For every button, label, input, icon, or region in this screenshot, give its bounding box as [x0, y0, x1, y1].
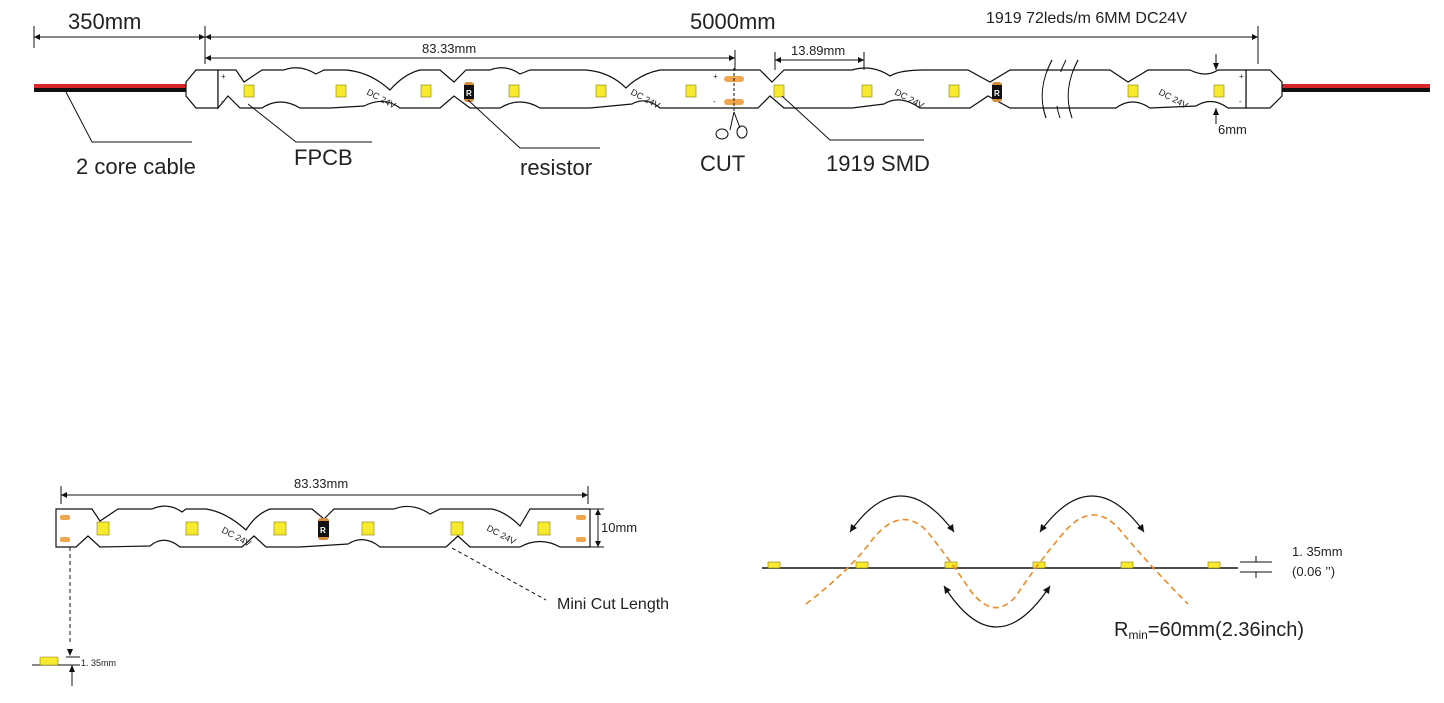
svg-text:1919 SMD: 1919 SMD: [826, 151, 930, 176]
bend-arrow-3: [943, 585, 1051, 628]
polarity-minus: -: [221, 97, 224, 106]
cut-pad: [576, 537, 586, 542]
polarity-plus: +: [221, 72, 226, 81]
bend-radius-diagram: 1. 35mm (0.06 ’’) Rmin=60mm(2.36inch): [762, 495, 1343, 642]
arrowheads-3: [944, 586, 1050, 594]
label-2-core-cable: 2 core cable: [65, 91, 196, 179]
cut-pad: [576, 515, 586, 520]
led-chip: [861, 84, 873, 98]
led-chip: [944, 561, 958, 569]
resistor-chip: R: [992, 82, 1002, 102]
polarity-minus: -: [1239, 97, 1242, 106]
bend-arrow-1: [849, 495, 955, 533]
svg-text:R: R: [320, 526, 326, 535]
arrowheads-2: [1040, 524, 1144, 532]
svg-text:1. 35mm: 1. 35mm: [1292, 544, 1343, 559]
svg-text:2 core cable: 2 core cable: [76, 154, 196, 179]
segment-leds: [96, 521, 551, 536]
label-resistor: resistor: [467, 99, 600, 180]
scissors-icon: [715, 111, 748, 140]
svg-text:(0.06 ’’): (0.06 ’’): [1292, 564, 1335, 579]
dim-83-33mm-segment: 83.33mm: [60, 476, 589, 504]
segment-detail: 83.33mm R DC 24V DC 24V 10mm: [32, 476, 669, 686]
right-connector: [1245, 69, 1283, 109]
led-chip: [273, 521, 287, 536]
svg-text:6mm: 6mm: [1218, 122, 1247, 137]
led-height-detail: 1. 35mm: [32, 547, 116, 686]
right-cable: [1282, 84, 1430, 92]
dim-13-89mm: 13.89mm: [774, 43, 865, 70]
led-chip: [420, 84, 432, 98]
led-chip: [243, 84, 255, 98]
led-chip: [1213, 84, 1225, 98]
polarity-plus: +: [1239, 72, 1244, 81]
label-mini-cut-length: Mini Cut Length: [451, 547, 669, 613]
cut-pads: [724, 68, 744, 112]
svg-text:10mm: 10mm: [601, 520, 637, 535]
svg-text:Rmin=60mm(2.36inch): Rmin=60mm(2.36inch): [1114, 619, 1304, 642]
label-fpcb: FPCB: [247, 103, 372, 170]
led-chip: [767, 561, 781, 569]
led-chip: [450, 521, 464, 536]
bend-wave: [805, 514, 1189, 609]
led-chip: [595, 84, 607, 98]
svg-text:Mini Cut Length: Mini Cut Length: [557, 596, 669, 613]
led-chip: [361, 521, 375, 536]
cut-pad: [60, 537, 70, 542]
dim-5000mm: 5000mm: [205, 9, 1259, 64]
label-cut: CUT: [700, 151, 745, 176]
svg-text:resistor: resistor: [520, 155, 592, 180]
spec-label: 1919 72leds/m 6MM DC24V: [986, 10, 1187, 27]
led-chip: [773, 84, 785, 98]
svg-text:FPCB: FPCB: [294, 145, 353, 170]
led-chip: [537, 521, 551, 536]
resistor-chip: R: [318, 518, 329, 540]
svg-text:83.33mm: 83.33mm: [422, 41, 476, 56]
led-chip: [96, 521, 110, 536]
svg-text:5000mm: 5000mm: [690, 9, 776, 34]
bend-arrow-2: [1039, 495, 1145, 533]
svg-text:1. 35mm: 1. 35mm: [81, 658, 116, 668]
cut-pad: [60, 515, 70, 520]
top-strip-diagram: R R DC 24V DC 24V DC 24V DC 24V + - + - …: [33, 9, 1430, 180]
svg-text:13.89mm: 13.89mm: [791, 43, 845, 58]
label-1919-smd: 1919 SMD: [781, 95, 930, 176]
svg-text:R: R: [994, 89, 1000, 98]
led-chip: [685, 84, 697, 98]
led-chip: [508, 84, 520, 98]
min-bend-radius-label: Rmin=60mm(2.36inch): [1114, 619, 1304, 642]
led-chip: [948, 84, 960, 98]
dim-350mm: 350mm: [33, 9, 206, 64]
left-connector: [185, 69, 219, 109]
resistor-chip: R: [464, 82, 474, 102]
top-leds: [243, 84, 1225, 98]
dim-thickness: 1. 35mm (0.06 ’’): [1240, 544, 1343, 579]
dim-6mm: 6mm: [1213, 54, 1247, 137]
led-chip: [1207, 561, 1221, 569]
svg-text:R: R: [466, 89, 472, 98]
led-chip: [335, 84, 347, 98]
svg-text:83.33mm: 83.33mm: [294, 476, 348, 491]
dim-83-33mm-top: 83.33mm: [205, 41, 736, 70]
left-cable: [34, 84, 186, 92]
led-chip: [855, 561, 869, 569]
polarity-plus: +: [713, 72, 718, 81]
led-chip: [185, 521, 199, 536]
side-leds: [767, 561, 1221, 569]
dim-10mm: 10mm: [590, 508, 637, 548]
led-chip: [1032, 561, 1046, 569]
polarity-minus: -: [713, 97, 716, 106]
arrowheads-1: [850, 524, 954, 532]
svg-text:CUT: CUT: [700, 151, 745, 176]
svg-text:350mm: 350mm: [68, 9, 141, 34]
fpcb-strip-body: [217, 67, 1247, 110]
led-chip: [1127, 84, 1139, 98]
led-chip: [1120, 561, 1134, 569]
